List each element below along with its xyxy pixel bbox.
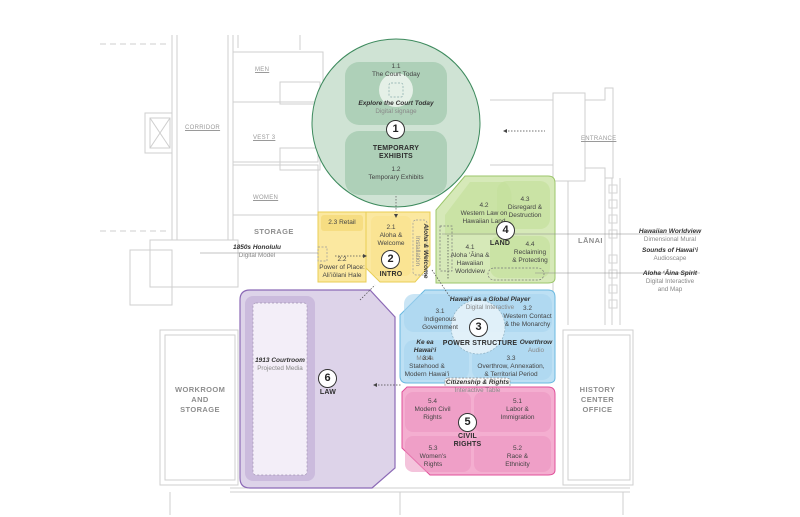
- room-label-corridor: CORRIDOR: [185, 125, 221, 131]
- zone-number-3: 3: [469, 318, 488, 337]
- zone-land-shape: [435, 175, 700, 284]
- zone-number-5: 5: [458, 413, 477, 432]
- room-label-lanai: LĀNAI: [578, 236, 603, 245]
- zone-title-power-structure: POWER STRUCTURE: [442, 340, 518, 347]
- zone-title-intro: INTRO: [379, 271, 403, 278]
- room-label-storage: STORAGE: [254, 227, 294, 236]
- zone-number-4: 4: [496, 221, 515, 240]
- zone-title-land: LAND: [489, 240, 511, 247]
- room-label-vest3: VEST 3: [253, 135, 276, 141]
- room-label-entrance: ENTRANCE: [581, 136, 617, 142]
- room-label-women: WOMEN: [253, 195, 279, 201]
- item-2-3: 2.3 Retail: [328, 219, 356, 226]
- zone-number-6: 6: [318, 369, 337, 388]
- zone-number-1: 1: [386, 120, 405, 139]
- zone-law-shape: [239, 289, 396, 489]
- room-label-men: MEN: [255, 67, 270, 73]
- zone-number-2: 2: [381, 250, 400, 269]
- zone-title-law: LAW: [319, 389, 337, 396]
- zone-civil-rights-shape: [401, 386, 556, 476]
